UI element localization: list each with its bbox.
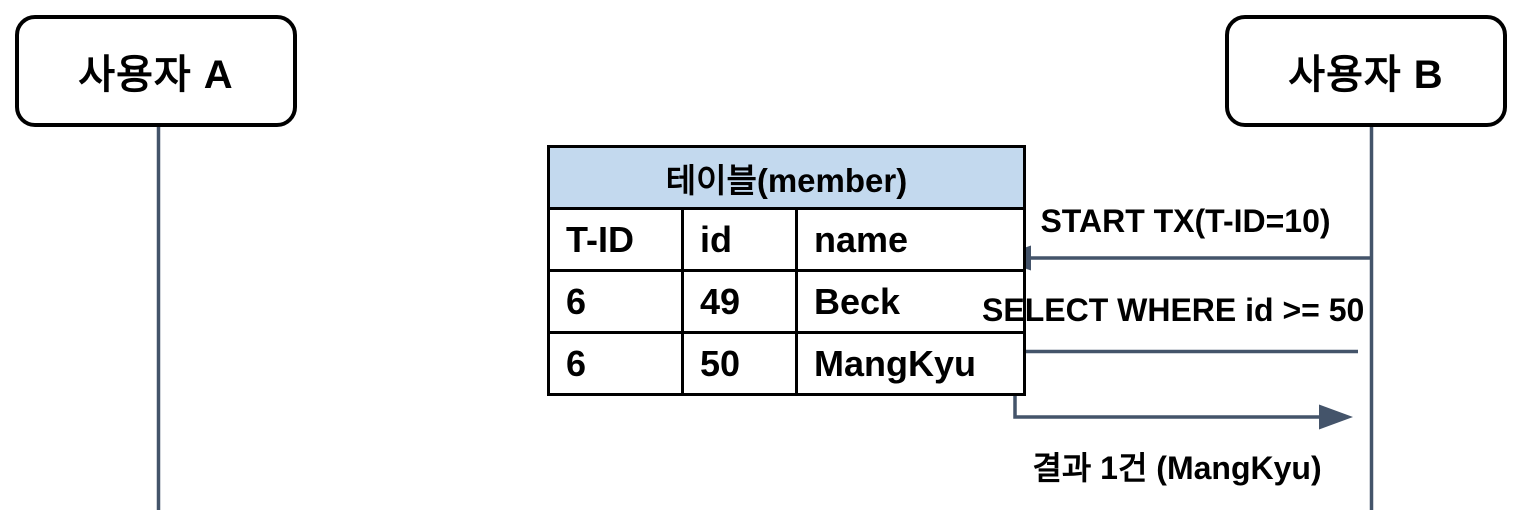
actor-label-user-a: 사용자 A <box>78 53 234 97</box>
cell-id: 50 <box>681 331 798 396</box>
actor-box-user-a: 사용자 A <box>15 15 297 127</box>
member-table-col-tid: T-ID <box>547 207 684 272</box>
cell-tid: 6 <box>547 331 684 396</box>
member-table-row-mangkyu: 6 50 MangKyu <box>547 331 1026 396</box>
member-table-col-name: name <box>795 207 1026 272</box>
select-message-label: SELECT WHERE id >= 50 <box>982 292 1365 328</box>
actor-box-user-b: 사용자 B <box>1225 15 1507 127</box>
member-table-title: 테이블(member) <box>547 145 1026 210</box>
result-message-label: 결과 1건 (MangKyu) <box>1032 450 1322 486</box>
cell-name: Beck <box>795 269 1026 334</box>
cell-tid: 6 <box>547 269 684 334</box>
member-table-header-row: T-ID id name <box>547 207 1026 272</box>
start-tx-message-label: START TX(T-ID=10) <box>1040 203 1331 239</box>
member-table-title-row: 테이블(member) <box>547 145 1026 210</box>
cell-id: 49 <box>681 269 798 334</box>
actor-label-user-b: 사용자 B <box>1288 53 1444 97</box>
member-table-col-id: id <box>681 207 798 272</box>
select-loop-line <box>1013 349 1358 419</box>
cell-name: MangKyu <box>795 331 1026 396</box>
member-table: 테이블(member) T-ID id name 6 49 Beck 6 50 … <box>547 145 1026 396</box>
select-loop-arrowhead <box>1319 404 1353 430</box>
member-table-row-beck: 6 49 Beck <box>547 269 1026 334</box>
